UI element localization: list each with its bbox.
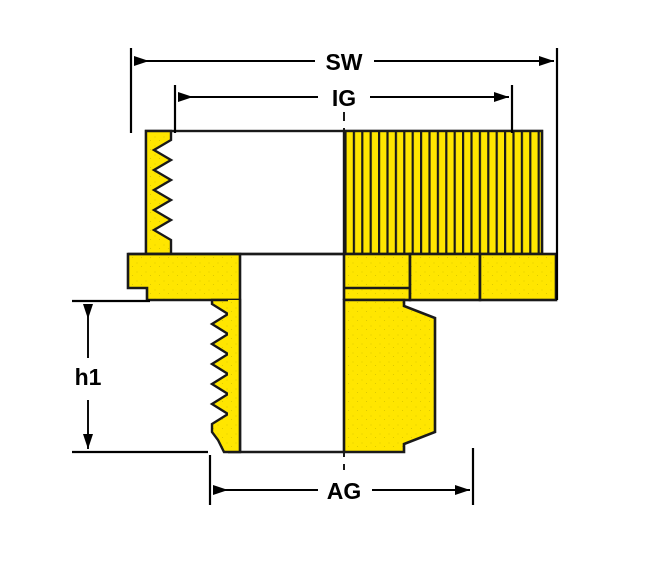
dimension-sw: SW <box>129 48 559 300</box>
lower-right-spigot <box>342 298 437 454</box>
dimension-ag: AG <box>208 448 475 505</box>
dimension-ig: IG <box>173 85 514 133</box>
dimension-annotations: SW IG h1 <box>72 48 559 505</box>
dimension-h1: h1 <box>72 299 208 454</box>
lower-bore <box>240 300 344 452</box>
hex-flange-right-facet-2 <box>408 252 482 302</box>
upper-right-external-thread <box>342 129 544 256</box>
upper-left-internal-thread <box>144 129 174 256</box>
lower-left-stem-wall <box>228 300 241 452</box>
hex-flange-right-facet-1 <box>342 252 412 302</box>
hex-flange-right-facet-3 <box>478 252 558 302</box>
ig-label: IG <box>332 85 356 111</box>
h1-label: h1 <box>75 364 102 390</box>
ag-label: AG <box>327 478 362 504</box>
sw-label: SW <box>325 49 362 75</box>
